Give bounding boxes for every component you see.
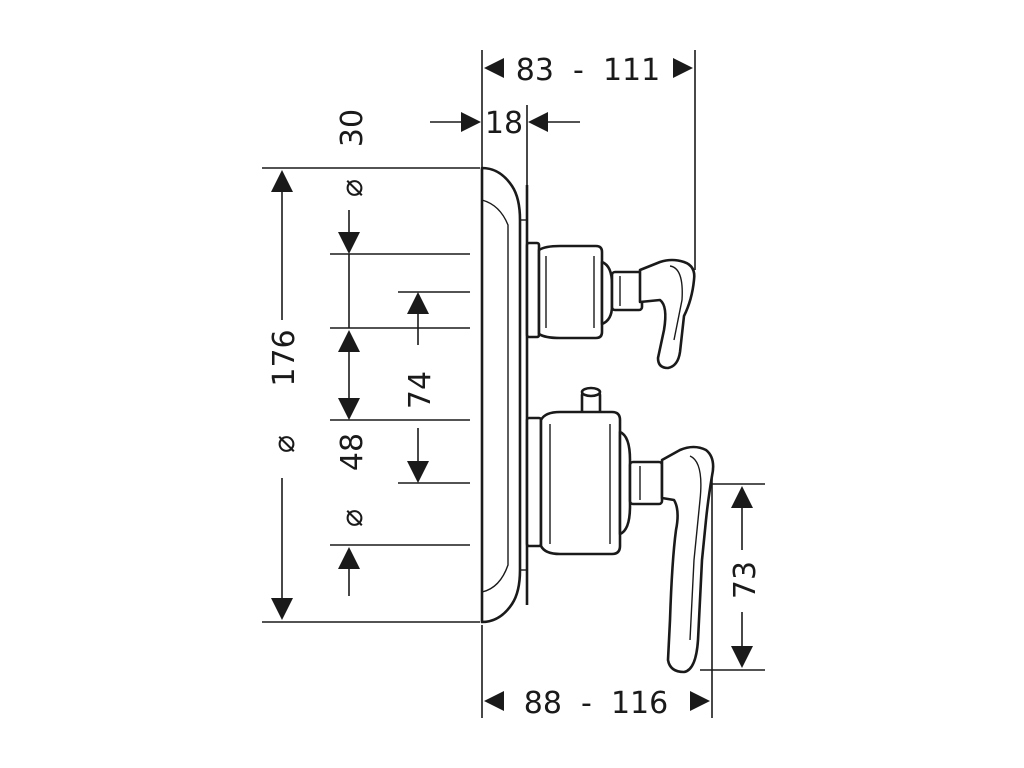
dia-lower-value-label: 48 xyxy=(335,433,370,471)
dia-upper-value-label: 30 xyxy=(335,109,370,147)
dia-upper-symbol: ⌀ xyxy=(335,179,370,197)
depth-top-label: 83 - 111 xyxy=(516,53,660,88)
dimension-lines xyxy=(271,58,753,711)
depth-bottom-label: 88 - 116 xyxy=(524,686,668,721)
dimension-labels: 83 - 111 18 88 - 116 30 ⌀ 176 ⌀ 74 48 ⌀ … xyxy=(267,53,763,721)
lower-valve xyxy=(525,386,715,674)
plate-thickness-label: 18 xyxy=(485,106,523,141)
extension-lines xyxy=(262,50,765,718)
upper-valve xyxy=(525,241,696,370)
center-spacing-label: 74 xyxy=(403,371,438,409)
cover-plate xyxy=(480,166,529,624)
dia-overall-value-label: 176 xyxy=(267,329,302,386)
lever-length-label: 73 xyxy=(728,561,763,599)
dia-lower-symbol: ⌀ xyxy=(335,509,370,527)
dia-overall-symbol: ⌀ xyxy=(267,435,302,453)
